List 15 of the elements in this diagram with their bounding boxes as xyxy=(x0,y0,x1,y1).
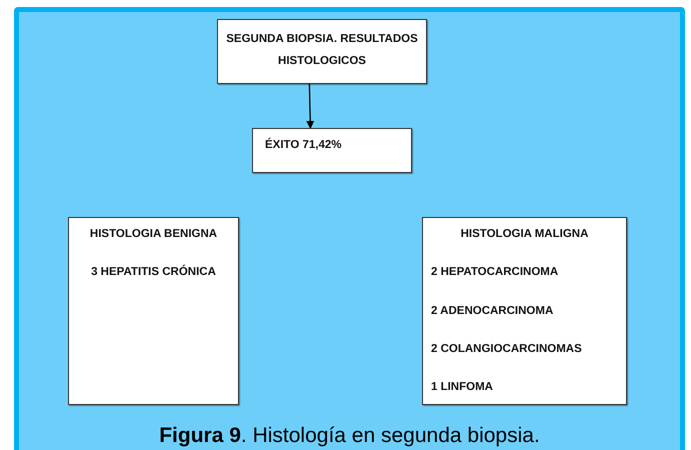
box-text: 2 ADENOCARCINOMA xyxy=(431,304,554,318)
figure-caption: Figura 9. Histología en segunda biopsia. xyxy=(158,423,541,449)
text-box xyxy=(217,19,427,84)
box-heading: HISTOLOGIA BENIGNA xyxy=(88,227,218,242)
box-text: 2 COLANGIOCARCINOMAS xyxy=(431,342,583,357)
box-heading: ÉXITO 71,42% xyxy=(265,137,342,153)
text-box xyxy=(68,217,239,405)
box-heading: SEGUNDA BIOPSIA. RESULTADOS HISTOLOGICOS xyxy=(226,32,418,69)
box-text: 2 HEPATOCARCINOMA xyxy=(431,265,560,280)
box-text: 3 HEPATITIS CRÓNICA xyxy=(90,264,217,280)
box-text: 1 LINFOMA xyxy=(431,380,494,395)
arrow xyxy=(306,84,314,129)
text-box xyxy=(422,217,627,405)
text-box xyxy=(252,128,412,173)
box-heading: HISTOLOGIA MALIGNA xyxy=(460,227,590,242)
